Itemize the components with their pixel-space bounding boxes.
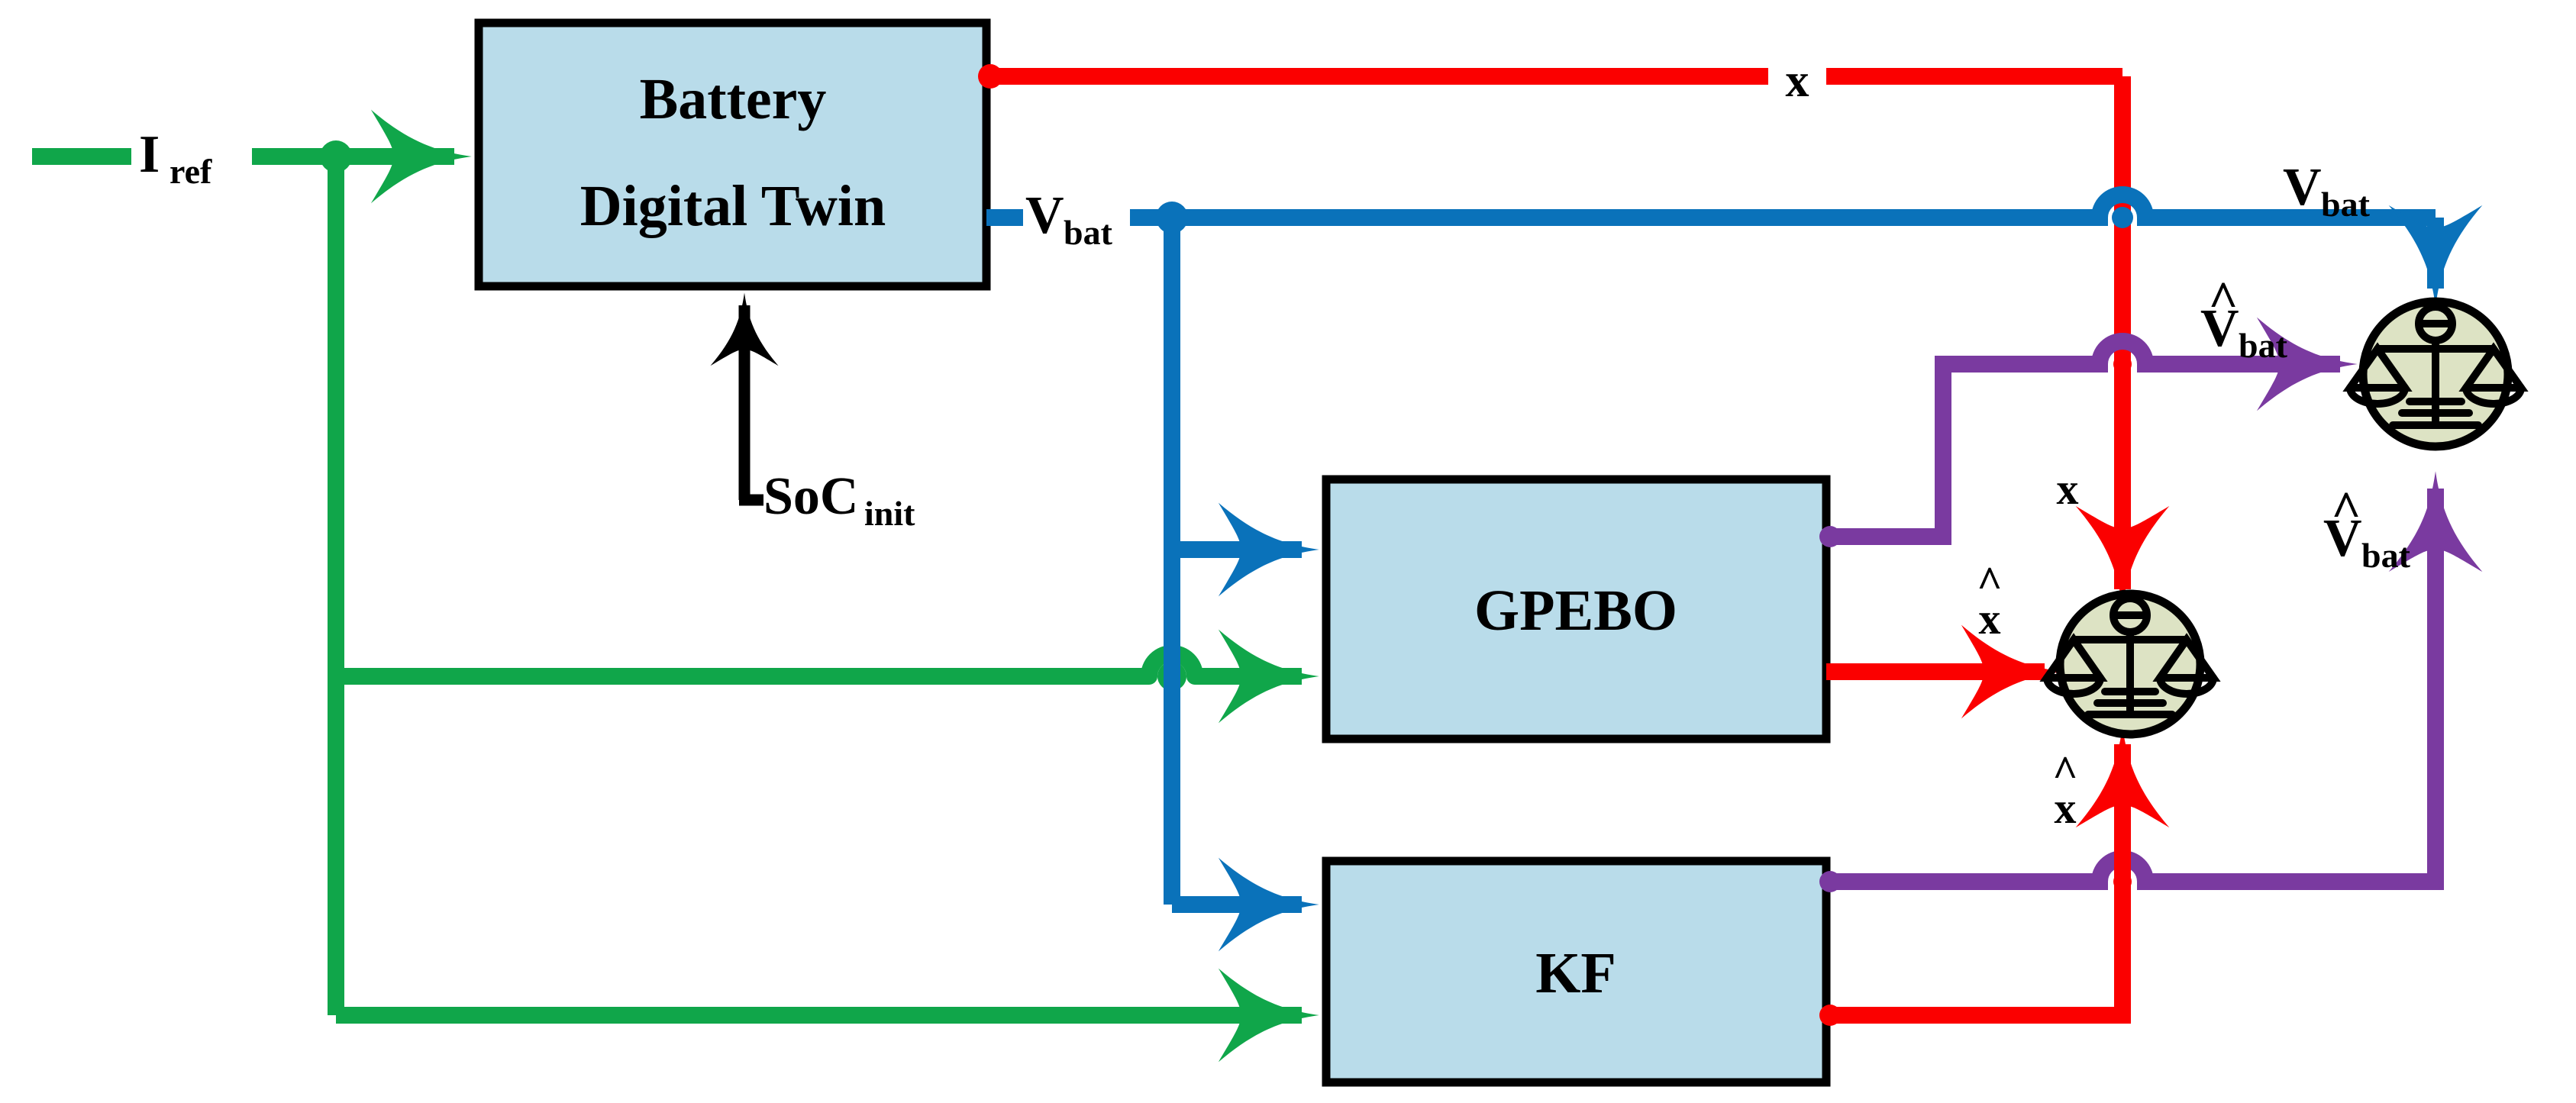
block-label-battery-line1: Battery bbox=[640, 67, 827, 131]
vbat-junction-dot bbox=[1156, 202, 1188, 234]
label-vbat-hat-gpebo: ^ V bat bbox=[2200, 270, 2288, 365]
label-vbat-right-base: V bbox=[2283, 158, 2322, 217]
label-vbathat-kf-hat: ^ bbox=[2331, 480, 2361, 538]
label-vbathat-gpebo-base: V bbox=[2200, 299, 2239, 358]
kf-xhat-out-dot bbox=[1819, 1005, 1841, 1026]
block-gpebo[interactable] bbox=[1322, 475, 1831, 743]
comparator-voltage[interactable] bbox=[2342, 297, 2529, 451]
gpebo-vbathat-out-dot bbox=[1819, 526, 1841, 547]
label-iref-sub: ref bbox=[169, 152, 212, 191]
label-vbat-out: V bat bbox=[1025, 186, 1113, 252]
block-label-gpebo: GPEBO bbox=[1474, 579, 1677, 643]
label-vbathat-kf-base: V bbox=[2323, 509, 2362, 568]
kf-vbathat-out-dot bbox=[1819, 871, 1841, 892]
label-x-top: x bbox=[1786, 55, 1809, 107]
vbat-red-cross-dot bbox=[2112, 207, 2133, 228]
label-xhat-gpebo-hat: ^ bbox=[1977, 557, 2003, 607]
label-iref: I ref bbox=[139, 125, 212, 191]
label-vbat-hat-kf: ^ V bat bbox=[2323, 480, 2411, 575]
signal-path-vbathat-gpebo-purple bbox=[1826, 317, 2358, 545]
label-vbathat-gpebo-sub: bat bbox=[2239, 326, 2288, 365]
gpebo-vbathat-run bbox=[1826, 317, 2358, 545]
signal-path-socinit-black bbox=[710, 292, 779, 506]
iref-junction-dot bbox=[320, 140, 352, 173]
label-vbathat-gpebo-hat: ^ bbox=[2208, 270, 2239, 328]
block-label-kf: KF bbox=[1535, 941, 1616, 1005]
label-xhat-gpebo-base: x bbox=[1979, 594, 2001, 643]
vbat-horizontal-main bbox=[1130, 186, 2436, 226]
label-xhat-kf-base: x bbox=[2055, 783, 2077, 833]
signal-path-xhat-kf-red bbox=[1826, 727, 2170, 1024]
x-battery-out-dot bbox=[978, 64, 1002, 89]
block-label-battery-line2: Digital Twin bbox=[580, 174, 886, 238]
label-vbat-right: V bat bbox=[2283, 158, 2371, 224]
kf-xhat-run bbox=[1826, 727, 2170, 1024]
label-xhat-kf-hat: ^ bbox=[2052, 747, 2078, 796]
kf-purple-cross-dot bbox=[2113, 872, 2132, 891]
x-purple-cross-dot-upper bbox=[2113, 355, 2132, 373]
signal-path-vbat-blue bbox=[986, 186, 2483, 952]
voltage-comparator-balance-icon bbox=[2342, 303, 2529, 429]
label-socinit-base: SoC bbox=[763, 467, 858, 526]
label-socinit-sub: init bbox=[864, 494, 915, 533]
label-socinit: SoC init bbox=[763, 467, 915, 533]
label-vbat-right-sub: bat bbox=[2321, 185, 2371, 224]
label-vbat-out-sub: bat bbox=[1064, 213, 1113, 252]
comparator-state[interactable] bbox=[2039, 589, 2221, 739]
label-vbat-out-base: V bbox=[1025, 186, 1064, 245]
label-x-mid: x bbox=[2057, 464, 2079, 514]
block-battery-digital-twin[interactable] bbox=[474, 18, 991, 291]
state-comparator-balance-icon bbox=[2039, 595, 2221, 718]
label-vbathat-kf-sub: bat bbox=[2361, 536, 2411, 575]
label-x-hat-kf: ^ x bbox=[2052, 747, 2078, 833]
label-iref-base: I bbox=[139, 125, 160, 184]
label-x-hat-gpebo: ^ x bbox=[1977, 557, 2003, 643]
block-kf[interactable] bbox=[1322, 856, 1831, 1087]
iref-to-gpebo bbox=[336, 629, 1319, 724]
